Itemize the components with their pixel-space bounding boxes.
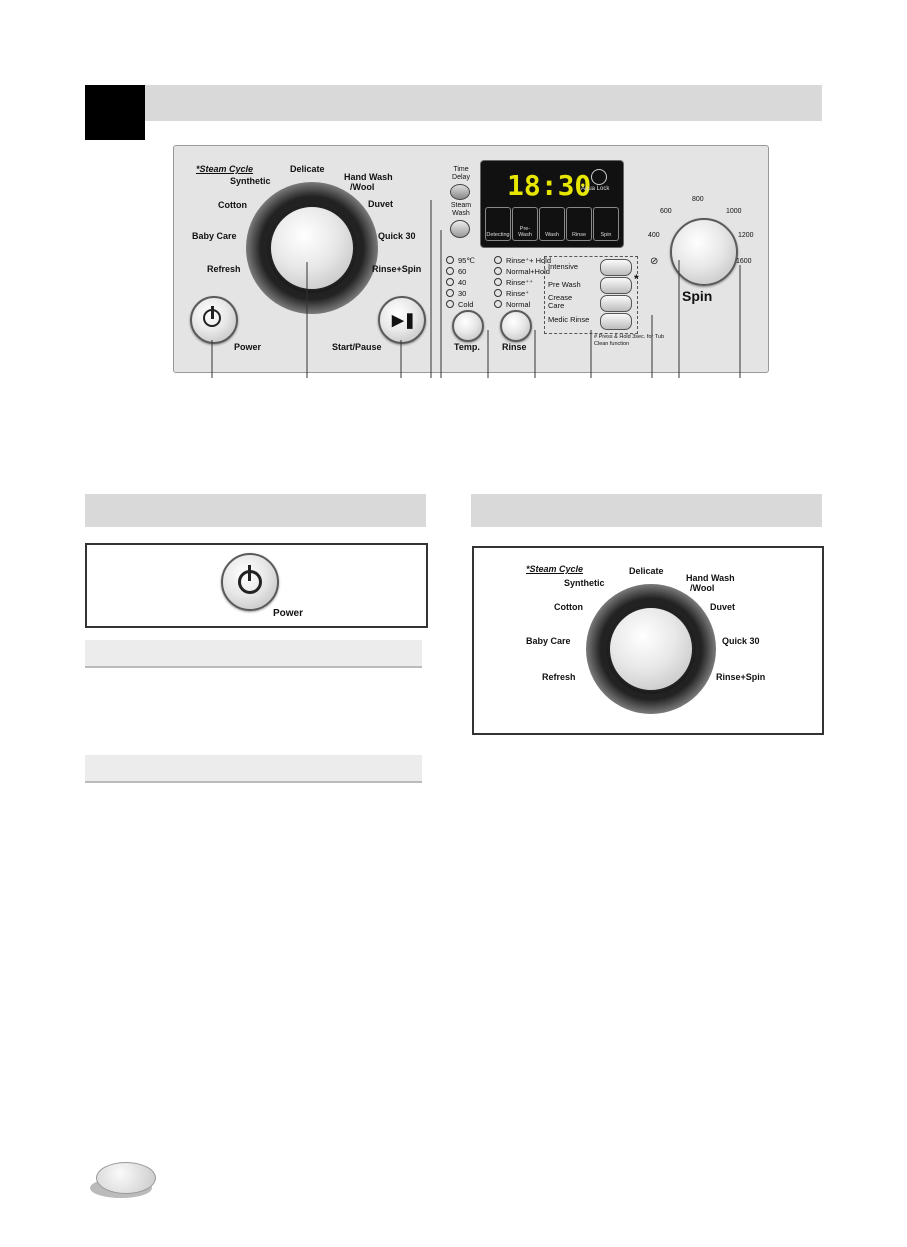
section-number-block (85, 85, 145, 140)
aqua-lock-label: Aqua Lock (581, 186, 610, 192)
power-icon-line (211, 306, 214, 319)
program-dial[interactable] (269, 205, 355, 291)
program-label: Baby Care (526, 636, 571, 646)
program-label: Cotton (554, 602, 583, 612)
display-box-label: Spin (600, 232, 612, 238)
temp-option: 30 (446, 289, 466, 298)
subsection-bar-1 (85, 640, 422, 668)
display-box-label: Rinse (571, 232, 587, 238)
spin-speed: 1000 (726, 208, 742, 215)
section-bar-left (85, 494, 426, 527)
medic-rinse-button[interactable] (600, 313, 632, 330)
steam-wash-button[interactable] (450, 220, 470, 238)
temp-option: 40 (446, 278, 466, 287)
display-digits: 18:30 (507, 169, 592, 202)
option-note: # Press & Hold 3sec. for Tub Clean funct… (594, 334, 665, 347)
spin-dial[interactable] (670, 218, 738, 286)
option-label: Pre Wash (548, 280, 581, 289)
display-box-detecting: Detecting (485, 207, 511, 241)
program-label: Delicate (290, 164, 325, 174)
page-tab (96, 1162, 156, 1194)
power-label-large: Power (273, 608, 304, 619)
rinse-option: Rinse⁺+ Hold (494, 256, 551, 265)
program-label: Rinse+Spin (716, 672, 766, 682)
aqua-lock-icon (591, 169, 607, 185)
program-label: Hand Wash (686, 573, 735, 583)
rinse-option: Rinse⁺⁺ (494, 278, 533, 287)
start-pause-button[interactable] (378, 296, 426, 344)
spin-speed: 800 (692, 196, 704, 203)
temp-option: 95℃ (446, 256, 475, 265)
program-label: Cotton (218, 200, 247, 210)
spin-label: Spin (682, 288, 713, 304)
control-panel: *Steam Cycle Synthetic Delicate Hand Was… (173, 145, 769, 373)
program-label: Rinse+Spin (372, 264, 422, 274)
program-label: Refresh (542, 672, 576, 682)
spin-speed: 400 (648, 232, 660, 239)
rinse-button[interactable] (500, 310, 532, 342)
time-delay-label: Time Delay (452, 166, 470, 181)
power-figure: Power (85, 543, 428, 628)
steam-wash-label: Steam Wash (450, 202, 472, 217)
intensive-button[interactable] (600, 259, 632, 276)
section-bar-right (471, 494, 822, 527)
program-label: /Wool (690, 583, 715, 593)
temp-label: Temp. (454, 342, 480, 352)
asterisk-icon: * (634, 272, 639, 286)
program-dial-large[interactable] (608, 606, 694, 692)
display-box-rinse: Rinse (566, 207, 592, 241)
display-box-label: Detecting (486, 232, 510, 238)
time-delay-button[interactable] (450, 184, 470, 200)
display-box-label: Wash (545, 232, 559, 238)
program-label: Synthetic (230, 176, 271, 186)
display-box-label: Pre-Wash (518, 226, 532, 238)
spin-speed: 600 (660, 208, 672, 215)
program-label: Refresh (207, 264, 241, 274)
crease-care-button[interactable] (600, 295, 632, 312)
subsection-bar-2 (85, 755, 422, 783)
display-box-prewash: Pre-Wash (512, 207, 538, 241)
dial-figure: *Steam Cycle Synthetic Delicate Hand Was… (472, 546, 824, 735)
display-box-wash: Wash (539, 207, 565, 241)
callout-lines (211, 200, 741, 378)
start-pause-label: Start/Pause (332, 342, 382, 352)
program-label: Delicate (629, 566, 664, 576)
temp-option: 60 (446, 267, 466, 276)
display-panel: 18:30 Aqua Lock Detecting Pre-Wash Wash … (480, 160, 624, 248)
program-label: Baby Care (192, 231, 237, 241)
spin-speed: 1600 (736, 258, 752, 265)
no-spin-icon: ⊘ (650, 256, 659, 267)
program-label: Duvet (368, 199, 394, 209)
rinse-option: Normal+Hold (494, 267, 550, 276)
display-box-spin: Spin (593, 207, 619, 241)
power-icon-line (248, 565, 251, 581)
program-label: Quick 30 (722, 636, 760, 646)
header-bar (145, 85, 822, 121)
program-label: /Wool (350, 182, 375, 192)
temp-option: Cold (446, 300, 473, 309)
steam-cycle-label: *Steam Cycle (196, 164, 254, 174)
option-label: Crease Care (548, 293, 573, 310)
play-pause-icon: ▶❚ (392, 312, 417, 329)
option-label: Intensive (548, 262, 579, 271)
rinse-label: Rinse (502, 342, 527, 352)
temp-button[interactable] (452, 310, 484, 342)
spin-speed: 1200 (738, 232, 754, 239)
rinse-option: Normal (494, 300, 530, 309)
program-label: Duvet (710, 602, 736, 612)
prewash-button[interactable] (600, 277, 632, 294)
steam-cycle-label: *Steam Cycle (526, 564, 584, 574)
program-label: Quick 30 (378, 231, 416, 241)
power-label: Power (234, 342, 262, 352)
option-label: Medic Rinse (548, 315, 590, 324)
rinse-option: Rinse⁺ (494, 289, 529, 298)
program-label: Hand Wash (344, 172, 393, 182)
program-label: Synthetic (564, 578, 605, 588)
